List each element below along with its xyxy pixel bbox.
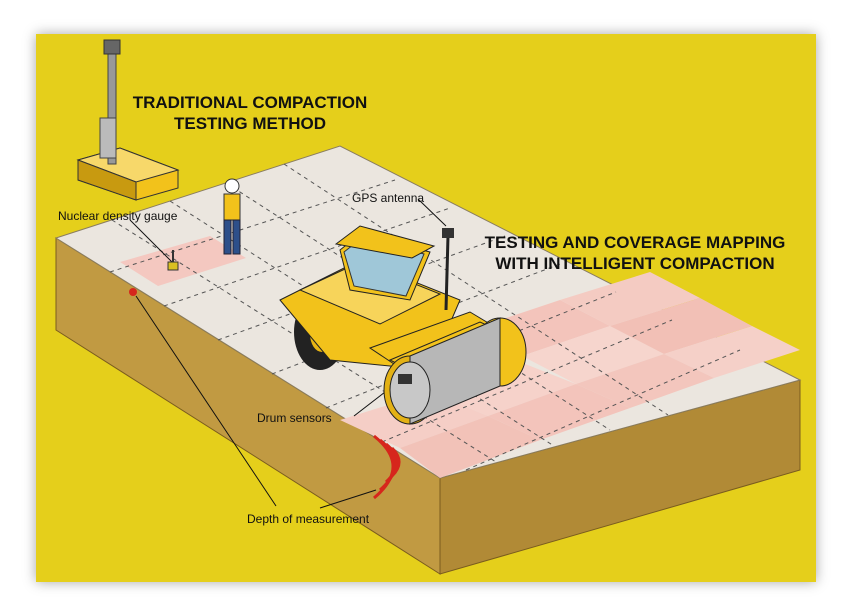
traditional-method-title: TRADITIONAL COMPACTION TESTING METHOD [110, 92, 390, 135]
drum-sensors-label: Drum sensors [257, 411, 332, 425]
depth-label: Depth of measurement [247, 512, 369, 526]
traditional-title-line-2: TESTING METHOD [110, 113, 390, 134]
gps-antenna-label: GPS antenna [352, 191, 424, 205]
intelligent-title-line-1: TESTING AND COVERAGE MAPPING [460, 232, 810, 253]
intelligent-compaction-title: TESTING AND COVERAGE MAPPING WITH INTELL… [460, 232, 810, 275]
traditional-title-line-1: TRADITIONAL COMPACTION [110, 92, 390, 113]
intelligent-title-line-2: WITH INTELLIGENT COMPACTION [460, 253, 810, 274]
nuclear-gauge-label: Nuclear density gauge [58, 209, 177, 223]
gauge-signal-dot [129, 288, 137, 296]
